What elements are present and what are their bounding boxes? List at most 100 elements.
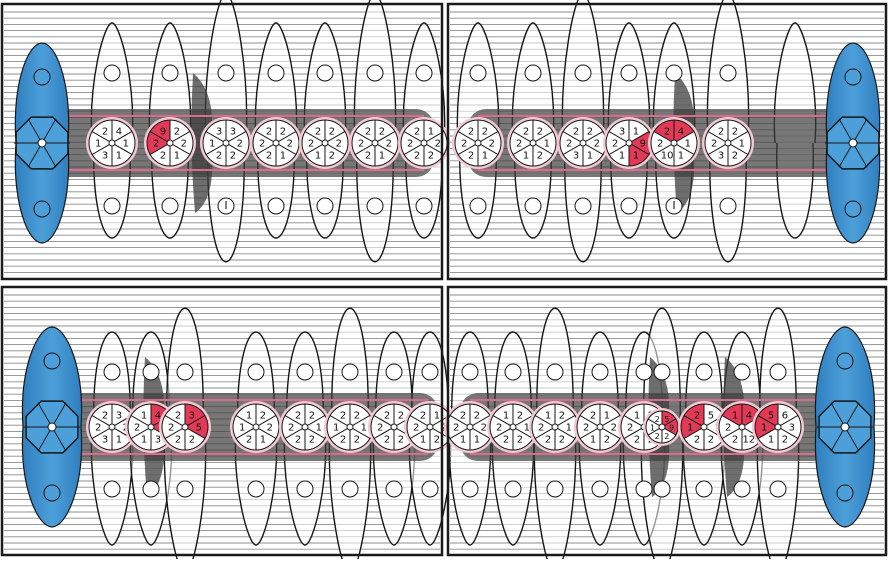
pocket-depth-label: 2	[537, 150, 543, 161]
marker-circle	[621, 65, 637, 81]
marker-circle	[416, 65, 432, 81]
pocket-depth-label: 2	[413, 423, 419, 434]
molar-center	[841, 423, 849, 431]
pocket-depth-label: 2	[461, 139, 467, 150]
pocket-depth-label: 2	[134, 423, 140, 434]
marker-circle	[248, 481, 264, 497]
pocket-depth-label: 2	[365, 150, 371, 161]
pocket-depth-label: 2	[102, 127, 108, 138]
pocket-depth-label: 1	[123, 139, 129, 150]
marker-circle	[654, 481, 670, 497]
furcation-marker	[845, 69, 861, 85]
marker-circle	[297, 481, 313, 497]
crown-center	[391, 424, 397, 430]
pocket-depth-label: 2	[782, 434, 788, 445]
pocket-depth-label: 2	[545, 434, 551, 445]
pocket-depth-label: 2	[102, 411, 108, 422]
pocket-depth-label: 1	[174, 150, 180, 161]
pocket-depth-label: 2	[420, 411, 426, 422]
marker-circle	[654, 364, 670, 380]
pocket-depth-label: 1	[678, 150, 684, 161]
pocket-depth-label: 5	[196, 423, 202, 434]
pocket-depth-label: 2	[468, 127, 474, 138]
pocket-depth-label: 2	[384, 411, 390, 422]
crown-center	[475, 140, 481, 146]
pocket-depth-label: 2	[566, 139, 572, 150]
pocket-depth-label: 2	[468, 150, 474, 161]
pocket-depth-label: 2	[708, 434, 714, 445]
crown-center	[530, 140, 536, 146]
pocket-depth-label: 1	[420, 434, 426, 445]
marker-circle	[505, 364, 521, 380]
marker-circle	[592, 364, 608, 380]
pocket-depth-label: 2	[174, 127, 180, 138]
marker-circle	[177, 364, 193, 380]
marker-circle	[104, 364, 120, 380]
pocket-depth-label: 2	[340, 434, 346, 445]
marker-circle	[342, 481, 358, 497]
pocket-depth-label: 2	[329, 150, 335, 161]
pocket-depth-label: 2	[354, 411, 360, 422]
pocket-depth-label: 1	[633, 150, 639, 161]
pocket-depth-label: 3	[189, 411, 195, 422]
crown-center	[253, 424, 259, 430]
pocket-depth-label: 2	[266, 150, 272, 161]
furcation-marker	[34, 201, 50, 217]
pocket-depth-label: 2	[181, 139, 187, 150]
marker-circle	[636, 481, 652, 497]
pocket-depth-label: 3	[102, 434, 108, 445]
pocket-depth-label: 2	[573, 127, 579, 138]
pocket-depth-label: 1	[474, 434, 480, 445]
pocket-depth-label: 2	[295, 434, 301, 445]
marker-circle	[547, 481, 563, 497]
crown-center	[427, 424, 433, 430]
pocket-depth-label: 2	[590, 411, 596, 422]
pocket-depth-label: 2	[398, 434, 404, 445]
marker-circle	[505, 481, 521, 497]
pocket-depth-label: 2	[664, 127, 670, 138]
pocket-depth-label: 1	[761, 423, 767, 434]
crown-center	[671, 140, 677, 146]
pocket-depth-label: 2	[587, 127, 593, 138]
marker-circle	[248, 364, 264, 380]
pocket-depth-label: 2	[428, 150, 434, 161]
pocket-depth-label: 2	[435, 139, 441, 150]
marker-circle	[268, 198, 284, 214]
pocket-depth-label: 1	[316, 423, 322, 434]
pocket-depth-label: 1	[434, 411, 440, 422]
crown-center	[775, 424, 781, 430]
pocket-depth-label: 2	[308, 139, 314, 150]
pocket-depth-label: 3	[230, 127, 236, 138]
pocket-depth-label: 1	[280, 150, 286, 161]
crown-center	[322, 140, 328, 146]
pocket-depth-label: 5	[708, 411, 714, 422]
pocket-depth-label: 2	[329, 127, 335, 138]
pocket-depth-label: 2	[189, 434, 195, 445]
pocket-depth-label: 1	[544, 139, 550, 150]
crown-center	[552, 424, 558, 430]
furcation-marker	[44, 353, 60, 369]
furcation-marker	[34, 69, 50, 85]
pocket-depth-label: 2	[732, 150, 738, 161]
pocket-depth-label: 2	[377, 423, 383, 434]
pocket-depth-label: 2	[295, 411, 301, 422]
pocket-depth-label: 2	[398, 411, 404, 422]
pocket-depth-label: 2	[634, 434, 640, 445]
blue-molar	[825, 43, 881, 243]
pocket-depth-label: 2	[460, 411, 466, 422]
marker-circle	[696, 481, 712, 497]
pocket-depth-label: 1	[634, 411, 640, 422]
pocket-depth-label: 1	[633, 127, 639, 138]
pocket-depth-label: 2	[583, 423, 589, 434]
pocket-depth-label: 2	[489, 139, 495, 150]
marker-circle	[386, 364, 402, 380]
pocket-depth-label: 2	[664, 432, 669, 441]
pocket-depth-label: 3	[216, 127, 222, 138]
mobility-label: I	[224, 199, 227, 212]
pocket-depth-label: 1	[315, 150, 321, 161]
pocket-depth-label: 2	[384, 434, 390, 445]
pocket-depth-label: 1	[590, 434, 596, 445]
pocket-depth-label: 2	[259, 139, 265, 150]
pocket-depth-label: 3	[789, 423, 795, 434]
